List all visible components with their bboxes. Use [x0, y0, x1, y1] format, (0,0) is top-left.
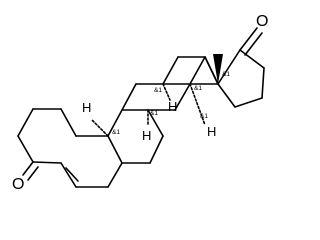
bond	[217, 83, 236, 108]
hashed-bond	[189, 83, 206, 126]
double-bond-inner	[65, 167, 79, 182]
bond	[149, 135, 164, 164]
double-bond-inner	[244, 32, 263, 56]
oxygen-atom-label: O	[12, 176, 24, 193]
stereo-label: &1	[200, 113, 208, 120]
bond	[217, 49, 241, 85]
hashed-bond	[162, 83, 171, 101]
hydrogen-label: H	[82, 100, 91, 115]
bond	[107, 135, 123, 164]
bond	[60, 162, 77, 188]
hashed-bond	[91, 119, 109, 137]
bond	[239, 27, 258, 51]
bond	[32, 161, 62, 164]
ketone-ring-d: O	[239, 13, 268, 56]
stereo-descriptors: &1 &1 &1 &1 &1 &1	[112, 71, 230, 136]
stereo-label: &1	[222, 71, 230, 78]
bond	[60, 108, 77, 137]
ketone-ring-a: O	[12, 161, 39, 193]
bond	[162, 56, 179, 85]
hashed-bond-h-ring-bc-top: H	[162, 83, 177, 114]
bond	[204, 56, 219, 85]
oxygen-atom-label: O	[256, 13, 268, 30]
bond	[121, 83, 137, 111]
ring-a	[17, 108, 123, 188]
hydrogen-label: H	[207, 124, 216, 139]
structure-canvas: O O H	[12, 13, 268, 193]
hashed-bond-h-ring-cd: H	[189, 83, 216, 139]
stereo-label: &1	[112, 129, 120, 136]
bond	[147, 109, 164, 137]
ring-b	[107, 109, 164, 164]
bond	[17, 108, 34, 137]
methyl-wedge-bond	[213, 54, 223, 84]
hashed-bond-h-ring-bc-bottom: H	[142, 109, 151, 143]
hydrogen-label: H	[142, 128, 151, 143]
bond	[189, 56, 206, 85]
hydrogen-label: H	[168, 99, 177, 114]
bond	[22, 161, 34, 176]
stereo-label: &1	[154, 87, 162, 94]
stereo-label: &1	[150, 110, 158, 117]
bond	[261, 67, 265, 99]
ring-d	[204, 49, 265, 108]
steroid-structure-diagram: O O H	[12, 13, 268, 193]
hashed-bond-h-ring-b: H	[82, 100, 109, 137]
bond	[107, 162, 123, 188]
bond	[174, 83, 191, 111]
bond	[17, 135, 34, 163]
stereo-label: &1	[194, 85, 202, 92]
bond	[234, 97, 263, 108]
bond	[107, 109, 123, 137]
double-bond-inner	[27, 166, 39, 181]
bond	[239, 49, 265, 69]
